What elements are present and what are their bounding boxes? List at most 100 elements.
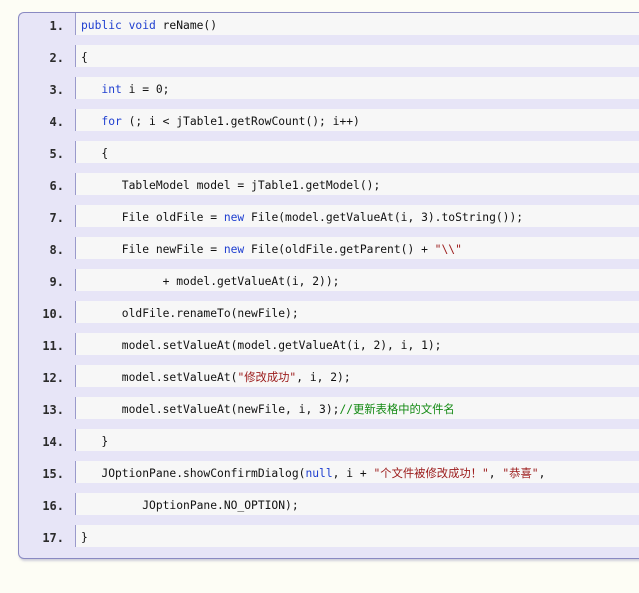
- code-line-background: [75, 461, 639, 483]
- gutter-divider: [75, 493, 76, 515]
- code-line-background: [75, 333, 639, 355]
- line-number: 7.: [49, 211, 64, 225]
- code-token: ,: [488, 467, 503, 480]
- code-text: + model.getValueAt(i, 2));: [81, 269, 340, 291]
- code-line: 12. model.setValueAt("修改成功", i, 2);: [19, 365, 639, 397]
- code-token: }: [81, 435, 109, 448]
- code-text: }: [81, 429, 108, 451]
- line-number: 1.: [49, 19, 64, 33]
- code-listing: 1.public void reName()2.{3. int i = 0;4.…: [18, 12, 639, 559]
- code-line-background: [75, 365, 639, 387]
- code-line: 10. oldFile.renameTo(newFile);: [19, 301, 639, 333]
- code-token: JOptionPane.NO_OPTION);: [81, 499, 299, 512]
- code-token: File oldFile =: [81, 211, 224, 224]
- code-text: model.setValueAt(newFile, i, 3);//更新表格中的…: [81, 397, 455, 419]
- code-text: JOptionPane.showConfirmDialog(null, i + …: [81, 461, 545, 483]
- code-line-background: [75, 109, 639, 131]
- code-token: , i +: [332, 467, 374, 480]
- code-line: 6. TableModel model = jTable1.getModel()…: [19, 173, 639, 205]
- code-line: 14. }: [19, 429, 639, 461]
- code-token: [81, 83, 101, 96]
- code-keyword: int: [101, 83, 122, 96]
- code-token: reName(): [155, 19, 218, 32]
- code-text: public void reName(): [81, 13, 217, 35]
- code-token: oldFile.renameTo(newFile);: [81, 307, 299, 320]
- code-line-background: [75, 269, 639, 291]
- code-token: TableModel model = jTable1.getModel();: [81, 179, 381, 192]
- code-line: 7. File oldFile = new File(model.getValu…: [19, 205, 639, 237]
- line-number: 2.: [49, 51, 64, 65]
- gutter-divider: [75, 141, 76, 163]
- code-text: JOptionPane.NO_OPTION);: [81, 493, 299, 515]
- code-line-background: [75, 493, 639, 515]
- code-token: File newFile =: [81, 243, 224, 256]
- code-line: 16. JOptionPane.NO_OPTION);: [19, 493, 639, 525]
- code-line-background: [75, 301, 639, 323]
- gutter-divider: [75, 461, 76, 483]
- line-number: 16.: [42, 499, 64, 513]
- code-token: + model.getValueAt(i, 2));: [81, 275, 340, 288]
- code-keyword: new: [223, 211, 245, 224]
- gutter-divider: [75, 397, 76, 419]
- line-number: 11.: [42, 339, 64, 353]
- code-line: 9. + model.getValueAt(i, 2));: [19, 269, 639, 301]
- code-line-background: [75, 397, 639, 419]
- gutter-divider: [75, 301, 76, 323]
- line-number: 6.: [49, 179, 64, 193]
- gutter-divider: [75, 525, 76, 547]
- code-token: [81, 115, 101, 128]
- code-token: , i, 2);: [296, 371, 351, 384]
- line-number: 12.: [42, 371, 64, 385]
- code-comment: //更新表格中的文件名: [339, 403, 455, 416]
- code-line: 5. {: [19, 141, 639, 173]
- code-token: File(model.getValueAt(i, 3).toString());: [244, 211, 524, 224]
- line-number: 13.: [42, 403, 64, 417]
- code-token: }: [81, 531, 88, 544]
- gutter-divider: [75, 77, 76, 99]
- code-text: model.setValueAt(model.getValueAt(i, 2),…: [81, 333, 442, 355]
- code-line-background: [75, 45, 639, 67]
- gutter-divider: [75, 365, 76, 387]
- line-number: 10.: [42, 307, 64, 321]
- gutter-divider: [75, 333, 76, 355]
- line-number: 15.: [42, 467, 64, 481]
- code-string: "个文件被修改成功！": [373, 467, 489, 480]
- code-token: {: [81, 147, 109, 160]
- code-line-background: [75, 173, 639, 195]
- gutter-divider: [75, 109, 76, 131]
- code-line: 2. {: [19, 45, 639, 77]
- code-string: "修改成功": [237, 371, 297, 384]
- code-line: 3. int i = 0;: [19, 77, 639, 109]
- code-line: 17.}: [19, 525, 639, 557]
- code-text: oldFile.renameTo(newFile);: [81, 301, 299, 323]
- code-line-background: [75, 77, 639, 99]
- code-text: {: [81, 141, 108, 163]
- code-line-background: [75, 429, 639, 451]
- code-keyword: public void: [81, 19, 156, 32]
- line-number: 5.: [49, 147, 64, 161]
- code-token: model.setValueAt(: [81, 371, 238, 384]
- line-number: 17.: [42, 531, 64, 545]
- code-keyword: null: [305, 467, 333, 480]
- code-text: }: [81, 525, 88, 547]
- gutter-divider: [75, 205, 76, 227]
- code-token: File(oldFile.getParent() +: [244, 243, 435, 256]
- line-number: 8.: [49, 243, 64, 257]
- code-line: 15. JOptionPane.showConfirmDialog(null, …: [19, 461, 639, 493]
- gutter-divider: [75, 13, 76, 35]
- code-token: JOptionPane.showConfirmDialog(: [81, 467, 306, 480]
- line-number: 4.: [49, 115, 64, 129]
- code-line-background: [75, 205, 639, 227]
- code-token: model.setValueAt(model.getValueAt(i, 2),…: [81, 339, 442, 352]
- code-text: File oldFile = new File(model.getValueAt…: [81, 205, 523, 227]
- code-token: {: [81, 51, 88, 64]
- code-token: i = 0;: [121, 83, 170, 96]
- code-text: int i = 0;: [81, 77, 169, 99]
- code-line: 8. File newFile = new File(oldFile.getPa…: [19, 237, 639, 269]
- gutter-divider: [75, 173, 76, 195]
- code-keyword: for: [101, 115, 122, 128]
- code-line-background: [75, 237, 639, 259]
- code-text: TableModel model = jTable1.getModel();: [81, 173, 380, 195]
- line-number: 9.: [49, 275, 64, 289]
- code-line: 4. for (; i < jTable1.getRowCount(); i++…: [19, 109, 639, 141]
